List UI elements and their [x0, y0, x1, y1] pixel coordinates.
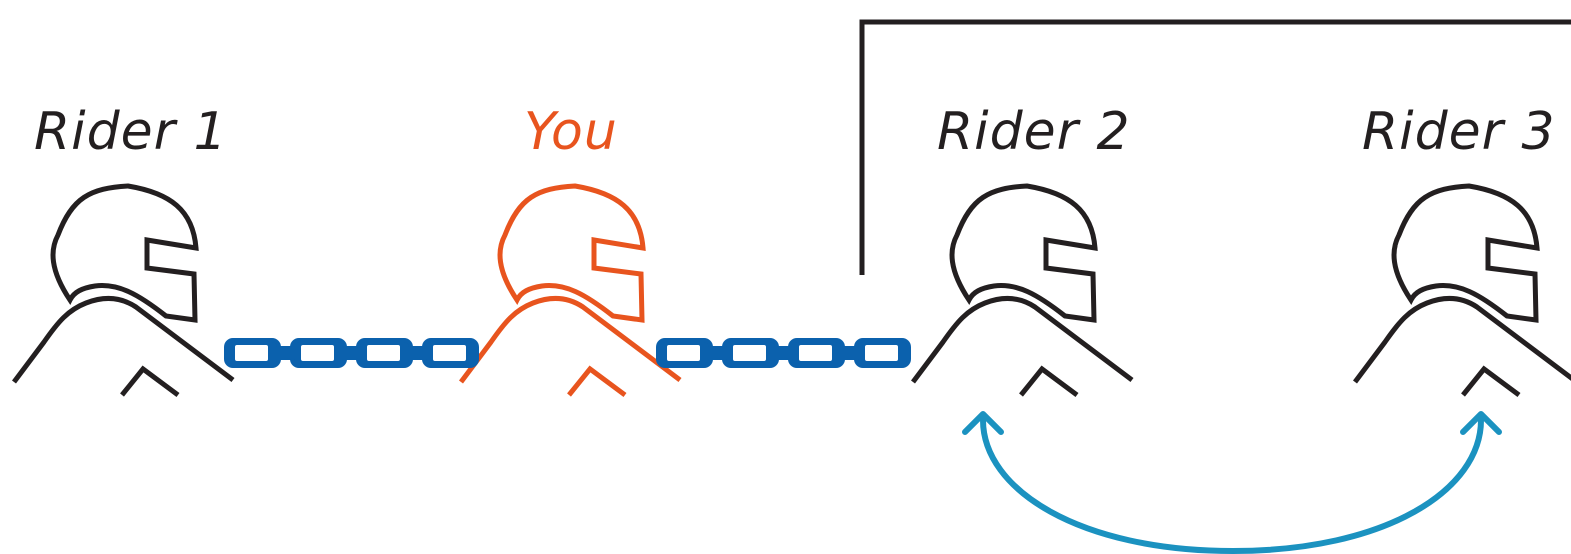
- you-helmet-icon: [461, 186, 680, 395]
- rider-label-you: You: [524, 102, 618, 162]
- chain-link-icon: [226, 340, 477, 366]
- rider-label-2: Rider 2: [937, 102, 1131, 162]
- rider-helmet-icon: [1355, 186, 1571, 395]
- rider-label-3: Rider 3: [1362, 102, 1556, 162]
- rider-helmet-icon: [913, 186, 1132, 395]
- rider-label-1: Rider 1: [34, 102, 228, 162]
- chain-link-icon: [658, 340, 909, 366]
- double-headed-arrow-icon: [965, 414, 1499, 551]
- rider-helmet-icon: [14, 186, 233, 395]
